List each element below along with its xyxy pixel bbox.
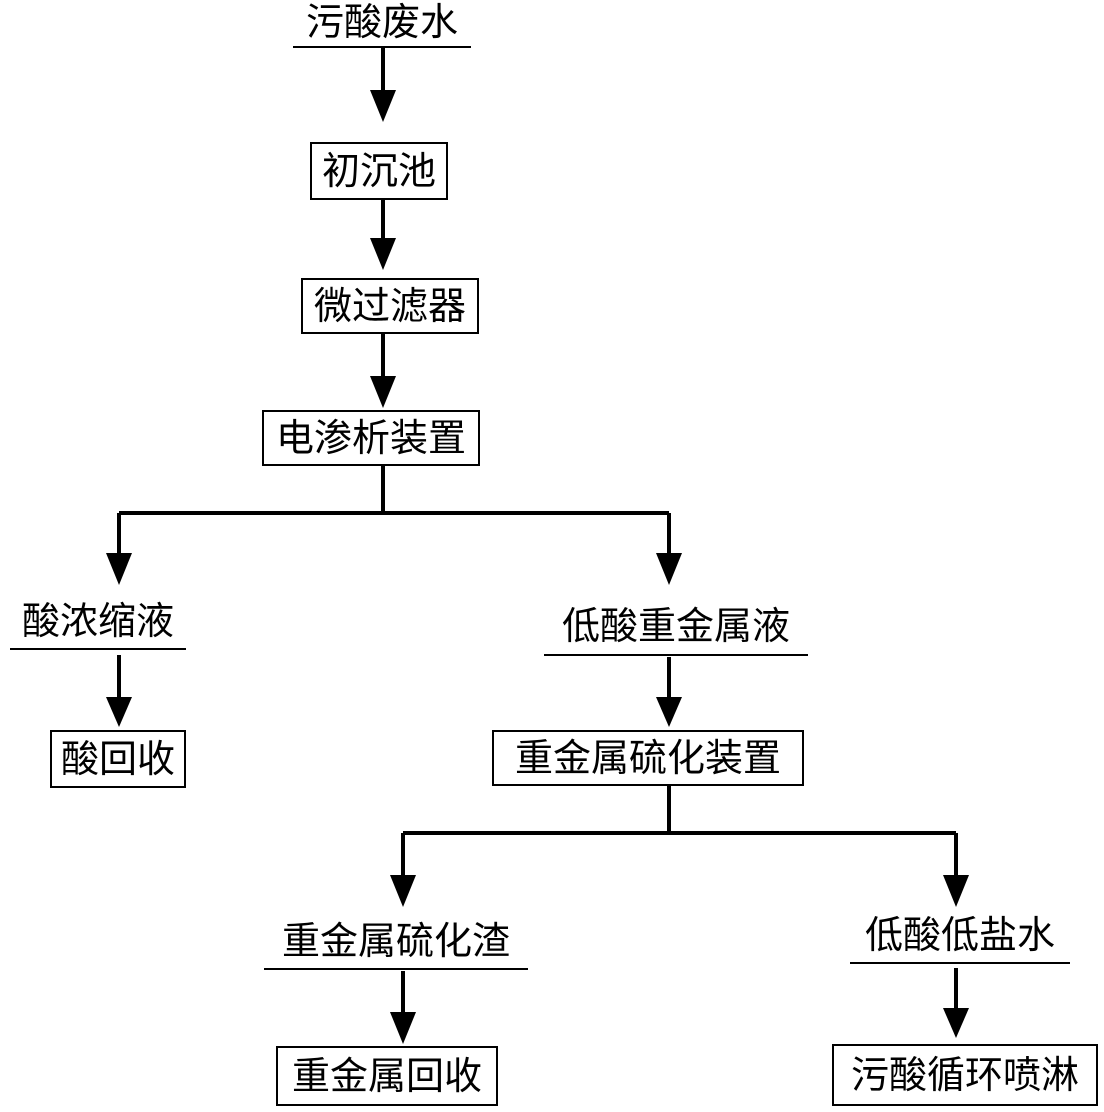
arrowhead xyxy=(370,238,396,270)
node-wastewater: 污酸废水 xyxy=(293,3,471,48)
node-spray-recycle: 污酸循环喷淋 xyxy=(832,1044,1098,1106)
node-acid-concentrate: 酸浓缩液 xyxy=(10,600,186,650)
node-low-acid-heavy-metal: 低酸重金属液 xyxy=(544,604,808,656)
node-acid-recovery: 酸回收 xyxy=(50,730,186,788)
arrowhead xyxy=(390,875,416,907)
arrowhead xyxy=(656,553,682,585)
arrowhead xyxy=(370,376,396,408)
arrowhead xyxy=(943,875,969,907)
node-sulfidation-device: 重金属硫化装置 xyxy=(492,730,804,786)
arrowhead xyxy=(106,553,132,585)
arrowhead xyxy=(943,1008,969,1038)
node-microfilter: 微过滤器 xyxy=(301,278,479,334)
arrowhead xyxy=(370,90,396,122)
node-primary-tank: 初沉池 xyxy=(310,142,448,200)
arrowhead xyxy=(390,1012,416,1044)
node-sulfide-residue: 重金属硫化渣 xyxy=(264,920,528,970)
arrowhead xyxy=(656,697,682,727)
node-electrodialysis: 电渗析装置 xyxy=(262,410,480,466)
arrowhead xyxy=(106,697,132,727)
node-heavy-metal-recovery: 重金属回收 xyxy=(276,1046,498,1106)
node-low-acid-low-salt: 低酸低盐水 xyxy=(850,914,1070,964)
